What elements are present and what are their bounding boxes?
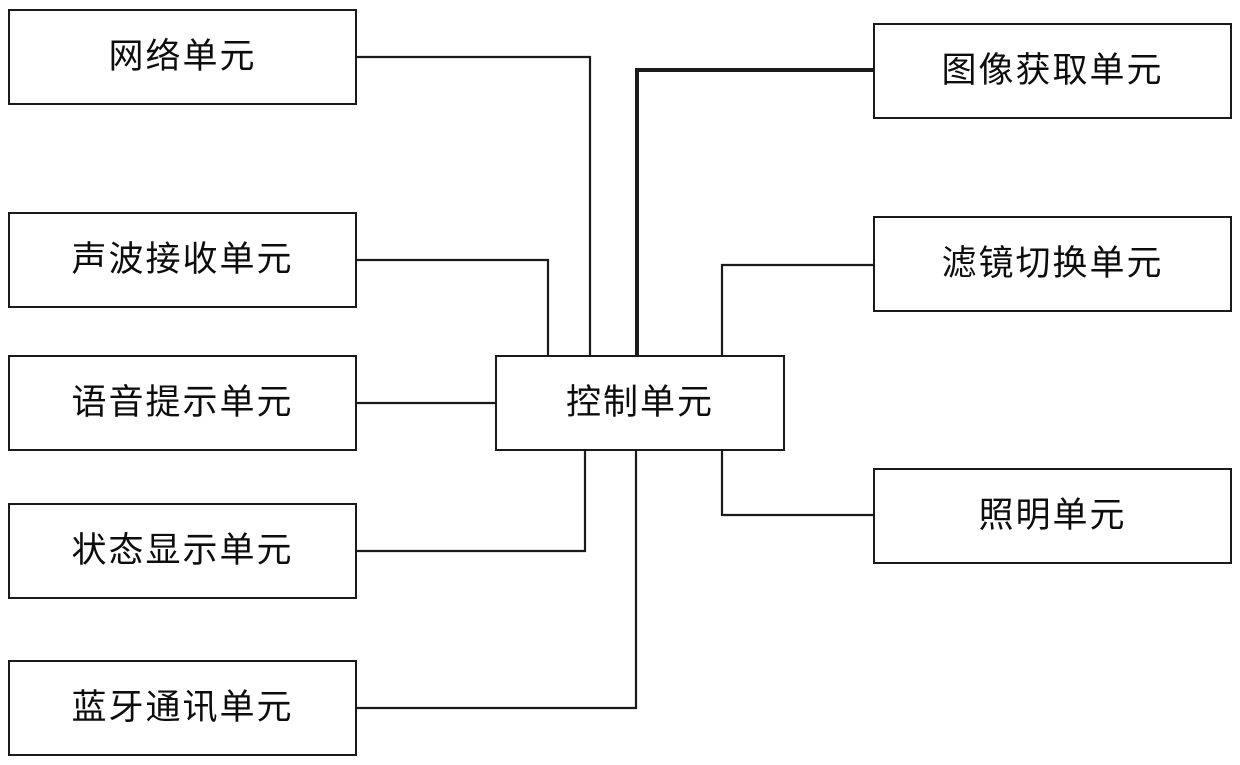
block-image-capture-unit[interactable]: 图像获取单元 <box>873 23 1232 119</box>
block-voice-prompt-unit[interactable]: 语音提示单元 <box>8 355 357 451</box>
block-sound-receive-unit-label: 声波接收单元 <box>71 239 294 280</box>
block-bluetooth-unit-label: 蓝牙通讯单元 <box>71 687 294 728</box>
connector-control-to-filter <box>720 263 875 357</box>
block-filter-switch-unit[interactable]: 滤镜切换单元 <box>873 216 1232 312</box>
block-network-unit[interactable]: 网络单元 <box>8 9 357 105</box>
connector-bluetooth-to-control <box>355 449 638 710</box>
block-bluetooth-unit[interactable]: 蓝牙通讯单元 <box>8 660 357 756</box>
block-voice-prompt-unit-label: 语音提示单元 <box>71 382 294 423</box>
block-sound-receive-unit[interactable]: 声波接收单元 <box>8 212 357 308</box>
block-network-unit-label: 网络单元 <box>108 36 257 77</box>
block-control-unit[interactable]: 控制单元 <box>495 355 785 451</box>
connector-control-to-lighting <box>720 449 875 517</box>
connector-control-to-image <box>635 68 875 357</box>
block-control-unit-label: 控制单元 <box>565 382 714 423</box>
connector-network-to-control <box>355 55 592 357</box>
block-lighting-unit-label: 照明单元 <box>978 495 1127 536</box>
block-lighting-unit[interactable]: 照明单元 <box>873 468 1232 564</box>
block-status-display-unit-label: 状态显示单元 <box>71 530 294 571</box>
connector-status-to-control <box>355 449 587 553</box>
block-status-display-unit[interactable]: 状态显示单元 <box>8 503 357 599</box>
block-filter-switch-unit-label: 滤镜切换单元 <box>941 243 1164 284</box>
block-image-capture-unit-label: 图像获取单元 <box>941 50 1164 91</box>
connector-sound-to-control <box>355 258 550 357</box>
